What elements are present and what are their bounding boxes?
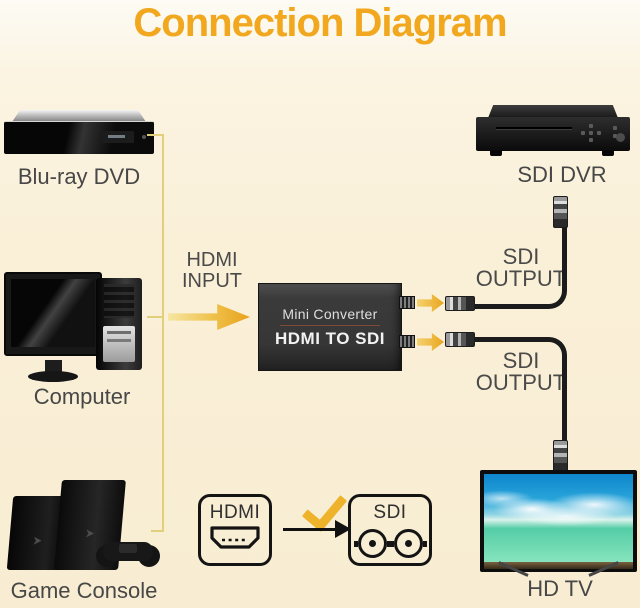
dvr-top-panel (488, 105, 618, 118)
hdmi-input-label: HDMI INPUT (167, 250, 257, 292)
sdi-output-label-top: SDI OUTPUT (466, 246, 576, 290)
sdi-output-bottom-line2: OUTPUT (475, 370, 567, 395)
hdmi-legend-box: HDMI (198, 494, 272, 566)
arrow-right-icon (417, 294, 444, 312)
sdi-dvr-image (476, 103, 630, 161)
game-console-image (6, 472, 164, 578)
bnc-port-icon (399, 296, 415, 309)
bnc-connector-icon (445, 332, 475, 347)
hd-tv-label: HD TV (527, 576, 593, 601)
sdi-legend-label: SDI (373, 502, 407, 523)
bnc-front-icon (389, 529, 423, 558)
dvr-foot (602, 151, 614, 156)
arrow-right-icon (283, 528, 337, 531)
hdmi-input-arrow-icon (168, 304, 250, 330)
bluray-player-image (4, 106, 154, 160)
hdmi-input-line1: HDMI (186, 249, 238, 271)
hdmi-legend-label: HDMI (209, 502, 261, 523)
arrow-right-icon (417, 333, 444, 351)
tower-front-panel (103, 326, 135, 362)
gamepad (94, 536, 160, 574)
bnc-front-icon (353, 529, 387, 558)
computer-tower (96, 278, 142, 370)
gamepad-touchpad (119, 544, 137, 553)
monitor-base (28, 371, 78, 382)
monitor-screen (11, 279, 95, 347)
bnc-connector-icon (553, 196, 568, 228)
dvr-buttons (589, 131, 593, 135)
dvr-disc-slot (496, 127, 572, 129)
converter-box: Mini Converter HDMI TO SDI (258, 283, 402, 371)
sdi-output-top-line2: OUTPUT (475, 266, 567, 291)
bnc-port-icon (399, 335, 415, 348)
monitor-neck (45, 360, 62, 373)
sdi-legend-box: SDI (348, 494, 432, 566)
dvr-body (476, 117, 630, 151)
arrow-right-head-icon (335, 520, 351, 538)
sdi-cable-top (470, 222, 567, 309)
sdi-ports-icon (353, 529, 423, 558)
bnc-connector-icon (445, 296, 475, 311)
sdi-output-top-line1: SDI (502, 244, 540, 269)
hdmi-port-icon (210, 526, 260, 549)
connector-line-vertical (162, 134, 164, 532)
computer-image (4, 266, 150, 382)
connector-line-console (151, 530, 163, 532)
bluray-label: Blu-ray DVD (17, 164, 141, 189)
sdi-output-label-bottom: SDI OUTPUT (466, 350, 576, 394)
bluray-top-panel (12, 110, 146, 122)
hd-tv-image (480, 468, 637, 588)
bluray-display (102, 131, 134, 143)
connector-line-computer (147, 316, 163, 318)
converter-name: Mini Converter (280, 306, 380, 326)
converter-model: HDMI TO SDI (274, 328, 386, 348)
connector-line-bluray (147, 134, 163, 136)
tv-screen (484, 474, 633, 562)
page-title: Connection Diagram (133, 1, 507, 45)
sdi-cable-bottom (472, 337, 567, 452)
computer-label: Computer (33, 384, 131, 409)
dvr-knob (616, 133, 625, 142)
tv-soundbar (484, 562, 633, 569)
game-console-label: Game Console (10, 578, 158, 603)
dvr-foot (490, 151, 502, 156)
hdmi-input-line2: INPUT (182, 270, 242, 292)
monitor (4, 272, 102, 382)
sdi-output-bottom-line1: SDI (502, 348, 540, 373)
bluray-power-dot (142, 135, 146, 139)
sdi-dvr-label: SDI DVR (517, 162, 607, 187)
